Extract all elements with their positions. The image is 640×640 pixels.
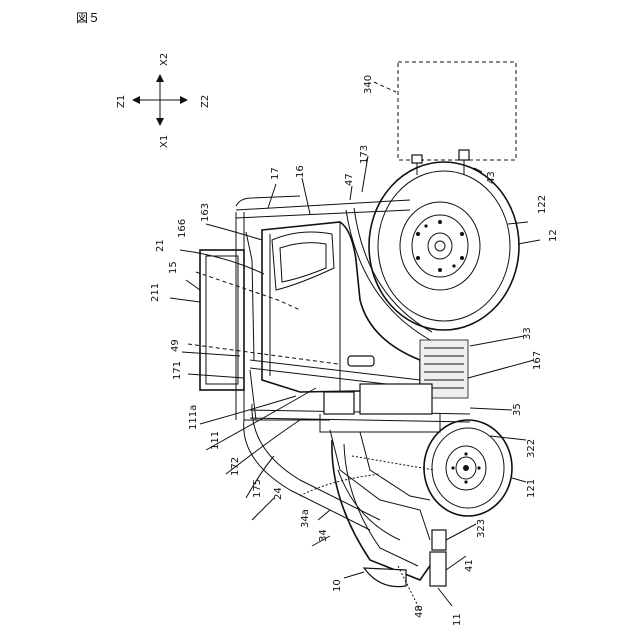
label-43: 43 xyxy=(486,171,497,184)
label-175: 175 xyxy=(252,479,263,498)
label-111a: 111a xyxy=(188,405,199,430)
label-16: 16 xyxy=(295,165,306,178)
label-41: 41 xyxy=(464,559,475,572)
label-167: 167 xyxy=(532,351,543,370)
large-wheel-122 xyxy=(369,162,519,330)
label-12: 12 xyxy=(548,229,559,242)
dashed-guides xyxy=(188,272,434,610)
label-35: 35 xyxy=(512,403,523,416)
label-121: 121 xyxy=(526,479,537,498)
figure-title: 図５ xyxy=(76,11,100,25)
label-166: 166 xyxy=(177,219,188,238)
axis-x1-label: X1 xyxy=(159,135,170,148)
axis-z1-label: Z1 xyxy=(116,95,127,108)
label-111: 111 xyxy=(210,431,221,450)
label-34: 34 xyxy=(318,529,329,542)
label-15: 15 xyxy=(168,261,179,274)
label-323: 323 xyxy=(476,519,487,538)
reference-numerals: 340 43 173 47 16 17 122 12 163 166 21 15… xyxy=(150,75,559,626)
label-173: 173 xyxy=(359,145,370,164)
label-49: 49 xyxy=(170,339,181,352)
axis-z2-label: Z2 xyxy=(200,95,211,108)
label-24: 24 xyxy=(273,487,284,500)
component-340-box xyxy=(374,62,516,160)
panel-211 xyxy=(200,250,244,390)
label-211: 211 xyxy=(150,283,161,302)
label-48: 48 xyxy=(414,605,425,618)
label-47: 47 xyxy=(344,173,355,186)
label-34a: 34a xyxy=(300,509,311,528)
label-21: 21 xyxy=(155,239,166,252)
small-wheel-121 xyxy=(424,420,512,516)
label-340: 340 xyxy=(363,75,374,94)
label-322: 322 xyxy=(526,439,537,458)
main-frame xyxy=(236,196,470,587)
label-10: 10 xyxy=(332,579,343,592)
label-17: 17 xyxy=(270,167,281,180)
label-11: 11 xyxy=(452,613,463,626)
label-33: 33 xyxy=(522,327,533,340)
label-122: 122 xyxy=(537,195,548,214)
label-171: 171 xyxy=(172,361,183,380)
axis-x2-label: X2 xyxy=(159,53,170,66)
label-163: 163 xyxy=(200,203,211,222)
direction-indicator: X2 X1 Z1 Z2 xyxy=(116,53,211,148)
label-172: 172 xyxy=(230,457,241,476)
